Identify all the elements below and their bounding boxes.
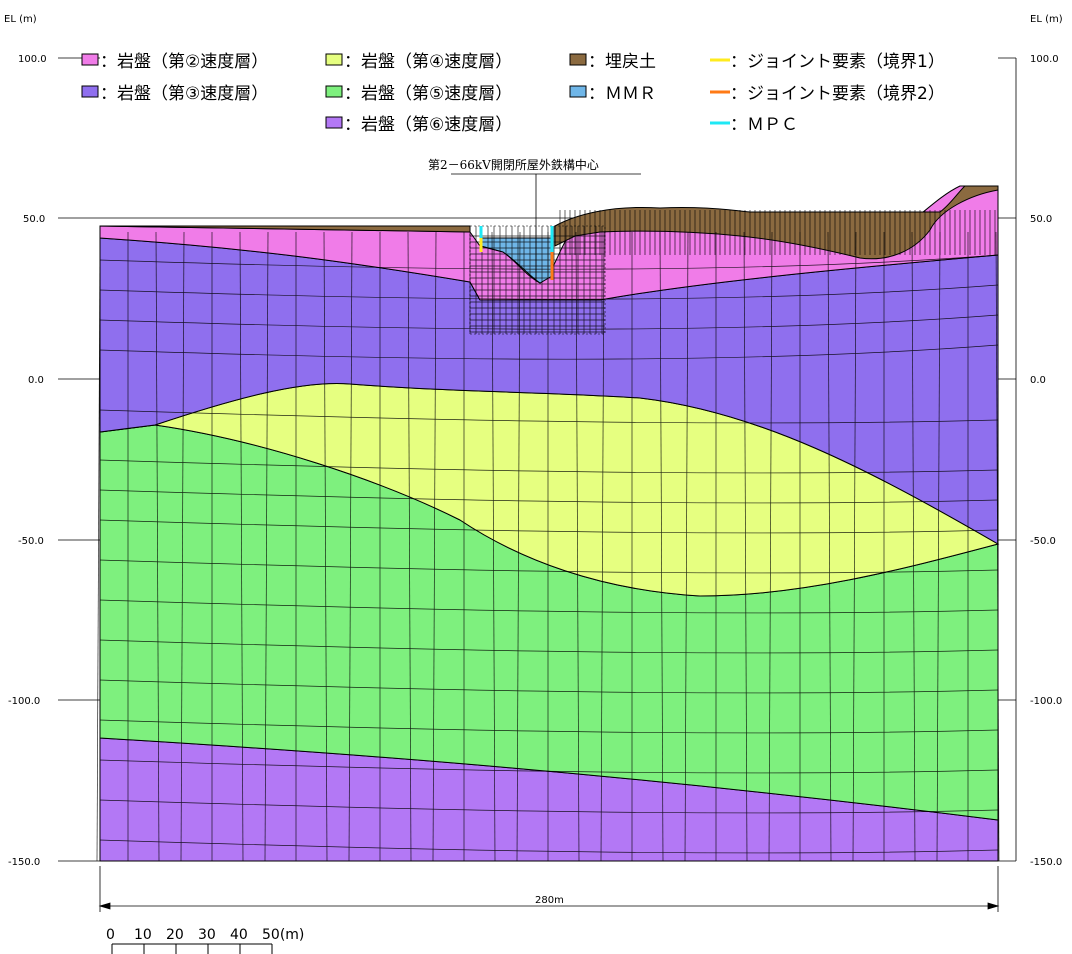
legend-label-rock-5: ：岩盤（第⑤速度層） <box>344 84 512 104</box>
right-tick-100: 100.0 <box>1030 54 1059 65</box>
mesh-vline <box>743 231 748 862</box>
mesh-hline <box>99 799 999 814</box>
legend-item-joint-2: ：ジョイント要素（境界2） <box>710 84 945 104</box>
legend-label-mmr: ：ＭＭＲ <box>588 84 656 104</box>
legend-item-mpc: ：ＭＰＣ <box>710 115 798 135</box>
right-tick-m50: -50.0 <box>1030 536 1056 547</box>
left-tick-m100: -100.0 <box>8 696 40 707</box>
mesh-hline <box>99 719 999 734</box>
left-tick-100: 100.0 <box>18 54 47 65</box>
fine-mesh-zone <box>469 225 606 335</box>
legend-label-rock-3: ：岩盤（第③速度層） <box>100 84 268 104</box>
mesh-hline <box>99 639 999 654</box>
center-annotation-label: 第2－66kV開閉所屋外鉄構中心 <box>428 157 599 172</box>
mesh-vline <box>96 231 101 862</box>
legend-label-joint-1: ：ジョイント要素（境界1） <box>730 52 945 72</box>
center-annotation: 第2－66kV開閉所屋外鉄構中心 <box>428 157 641 282</box>
mesh-hline <box>99 409 999 424</box>
mesh-hline <box>99 254 999 270</box>
mesh-vline <box>348 231 353 862</box>
right-tick-labels: 100.0 50.0 0.0 -50.0 -100.0 -150.0 <box>1030 54 1062 868</box>
legend-label-backfill: ：埋戻土 <box>588 52 656 72</box>
mesh-hline <box>99 284 999 300</box>
legend-item-backfill: ：埋戻土 <box>569 52 656 72</box>
dimension-label: 280m <box>535 895 564 906</box>
scale-label-40: 40 <box>230 927 248 943</box>
geology-layers <box>99 185 1000 862</box>
left-tick-50: 50.0 <box>23 214 45 225</box>
legend-item-rock-2: ：岩盤（第②速度層） <box>81 52 268 72</box>
scale-label-30: 30 <box>198 927 216 943</box>
legend-label-rock-6: ：岩盤（第⑥速度層） <box>344 115 512 135</box>
legend-item-joint-1: ：ジョイント要素（境界1） <box>710 52 945 72</box>
mesh-vline <box>407 231 412 862</box>
dimension-line <box>98 866 1000 912</box>
mesh-vline <box>684 231 689 862</box>
mesh-hline <box>99 559 999 574</box>
mesh-vline <box>491 231 496 862</box>
mesh-vline <box>239 231 244 862</box>
right-tick-m150: -150.0 <box>1030 857 1062 868</box>
right-axis-unit: EL (m) <box>1030 14 1063 25</box>
mesh-vline <box>600 231 605 862</box>
mesh-vline <box>264 231 269 862</box>
legend: ：岩盤（第②速度層） ：岩盤（第④速度層） ：埋戻土 ：ジョイント要素（境界1）… <box>81 52 945 135</box>
right-tick-50: 50.0 <box>1030 214 1052 225</box>
legend-label-joint-2: ：ジョイント要素（境界2） <box>730 84 945 104</box>
mesh-vline <box>827 231 832 862</box>
mesh-vline <box>936 231 941 862</box>
scale-label-0: 0 <box>106 927 115 943</box>
mesh-vline <box>911 231 916 862</box>
scale-label-20: 20 <box>166 927 184 943</box>
right-tick-0: 0.0 <box>1030 375 1046 386</box>
legend-label-rock-2: ：岩盤（第②速度層） <box>100 52 268 72</box>
left-tick-0: 0.0 <box>28 375 44 386</box>
left-tick-m150: -150.0 <box>8 857 40 868</box>
legend-item-rock-5: ：岩盤（第⑤速度層） <box>325 84 512 104</box>
left-axis-unit: EL (m) <box>4 14 37 25</box>
mesh-hline <box>99 314 999 330</box>
mesh-vline <box>155 231 160 862</box>
mesh-vline <box>516 231 521 862</box>
mesh-vline <box>659 231 664 862</box>
mesh-hline <box>99 759 999 774</box>
mesh-vline <box>323 231 328 862</box>
scale-label-10: 10 <box>134 927 152 943</box>
left-tick-labels: 100.0 50.0 0.0 -50.0 -100.0 -150.0 <box>8 54 47 868</box>
mesh-hline <box>99 489 999 504</box>
legend-item-mmr: ：ＭＭＲ <box>569 84 656 104</box>
legend-item-rock-6: ：岩盤（第⑥速度層） <box>325 115 512 135</box>
legend-label-mpc: ：ＭＰＣ <box>730 115 798 135</box>
mesh-hline <box>99 599 999 614</box>
mesh-vline <box>575 231 580 862</box>
scale-label-50: 50(m) <box>262 927 304 943</box>
mesh-hline <box>99 459 999 474</box>
legend-item-rock-3: ：岩盤（第③速度層） <box>81 84 268 104</box>
mesh-hline <box>99 519 999 534</box>
mesh-vline <box>995 231 1000 862</box>
layer-rock-velocity-2 <box>99 185 999 301</box>
right-tick-m100: -100.0 <box>1030 696 1062 707</box>
legend-item-rock-4: ：岩盤（第④速度層） <box>325 52 512 72</box>
mesh-vline <box>768 231 773 862</box>
legend-label-rock-4: ：岩盤（第④速度層） <box>344 52 512 72</box>
scale-bar: 0 10 20 30 40 50(m) <box>106 927 304 954</box>
fe-mesh <box>96 210 1000 862</box>
mesh-hline <box>99 679 999 694</box>
mesh-hline <box>99 839 999 854</box>
mesh-vline <box>852 231 857 862</box>
mesh-hline <box>99 344 999 360</box>
mesh-vline <box>180 231 185 862</box>
left-tick-m50: -50.0 <box>18 536 44 547</box>
mesh-vline <box>432 231 437 862</box>
